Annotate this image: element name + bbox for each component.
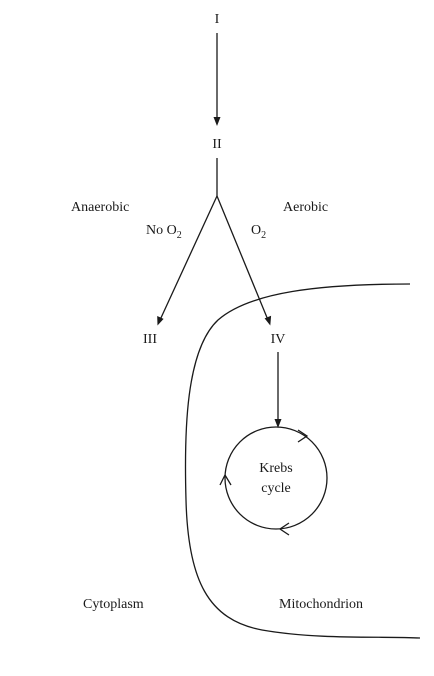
oxygen-label-main: O xyxy=(251,223,261,238)
arrow-ii-to-iv xyxy=(216,195,269,321)
cycle-arrow-left-icon xyxy=(219,473,232,486)
arrow-ii-to-iii xyxy=(159,195,218,321)
anaerobic-label: Anaerobic xyxy=(71,200,129,215)
krebs-cycle-label-line2: cycle xyxy=(261,481,291,496)
mitochondrion-label: Mitochondrion xyxy=(279,597,363,612)
cytoplasm-label: Cytoplasm xyxy=(83,597,144,612)
oxygen-label-subscript: 2 xyxy=(261,230,266,241)
stage-label-iii: III xyxy=(143,332,157,347)
no-oxygen-label: No O2 xyxy=(146,223,182,241)
no-oxygen-label-subscript: 2 xyxy=(177,230,182,241)
cycle-arrow-top-right-icon xyxy=(297,429,309,443)
oxygen-label: O2 xyxy=(251,223,266,241)
stage-label-iv: IV xyxy=(271,332,286,347)
aerobic-label: Aerobic xyxy=(283,200,328,215)
arrow-ii-to-iv-head xyxy=(264,315,272,326)
mitochondrion-membrane xyxy=(184,283,421,639)
arrow-i-to-ii-head xyxy=(213,117,221,126)
krebs-cycle-label-line1: Krebs xyxy=(259,461,292,476)
arrow-ii-to-iii-head xyxy=(157,316,164,326)
stage-label-i: I xyxy=(215,12,220,27)
cycle-arrow-bottom-icon xyxy=(278,522,290,536)
arrow-iv-to-krebs-head xyxy=(274,419,282,428)
krebs-cycle-circle xyxy=(224,426,328,530)
no-oxygen-label-main: No O xyxy=(146,223,177,238)
stage-label-ii: II xyxy=(212,137,222,152)
